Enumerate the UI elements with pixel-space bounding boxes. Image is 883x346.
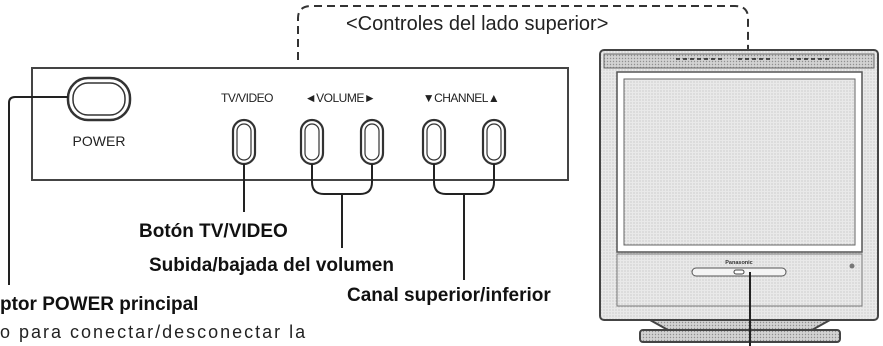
top-controls-heading: <Controles del lado superior>	[346, 13, 608, 35]
channel-callout: Canal superior/inferior	[347, 285, 551, 306]
power-description-text: o para conectar/desconectar la	[0, 322, 307, 342]
tv-stand	[646, 319, 834, 331]
volume-bracket-line	[311, 164, 373, 248]
volume-callout: Subida/bajada del volumen	[149, 255, 394, 276]
tv-power-led	[733, 269, 745, 275]
channel-label: ▼CHANNEL▲	[423, 91, 500, 105]
top-controls-dashed-bracket	[297, 5, 749, 60]
tv-top-edge	[603, 53, 875, 69]
volume-up-button[interactable]	[359, 118, 385, 166]
volume-down-button[interactable]	[299, 118, 325, 166]
channel-down-button[interactable]	[421, 118, 447, 166]
tv-brand-logo: Panasonic	[725, 260, 753, 266]
volume-label: ◄VOLUME►	[305, 91, 375, 105]
tv-illustration: Panasonic	[599, 49, 879, 346]
power-leader-line	[8, 96, 68, 285]
tv-video-label: TV/VIDEO	[221, 91, 273, 105]
channel-up-button[interactable]	[481, 118, 507, 166]
power-button-inner	[72, 82, 126, 116]
tv-lower-bezel	[616, 253, 863, 307]
tv-screen	[623, 78, 856, 246]
tv-stand-base	[639, 329, 841, 343]
power-switch-callout: ptor POWER principal	[0, 294, 198, 315]
tv-video-button[interactable]	[231, 118, 257, 166]
tv-remote-sensor	[849, 263, 855, 269]
tv-video-callout: Botón TV/VIDEO	[139, 221, 288, 242]
power-label: POWER	[73, 133, 126, 149]
channel-bracket-line	[433, 164, 495, 280]
